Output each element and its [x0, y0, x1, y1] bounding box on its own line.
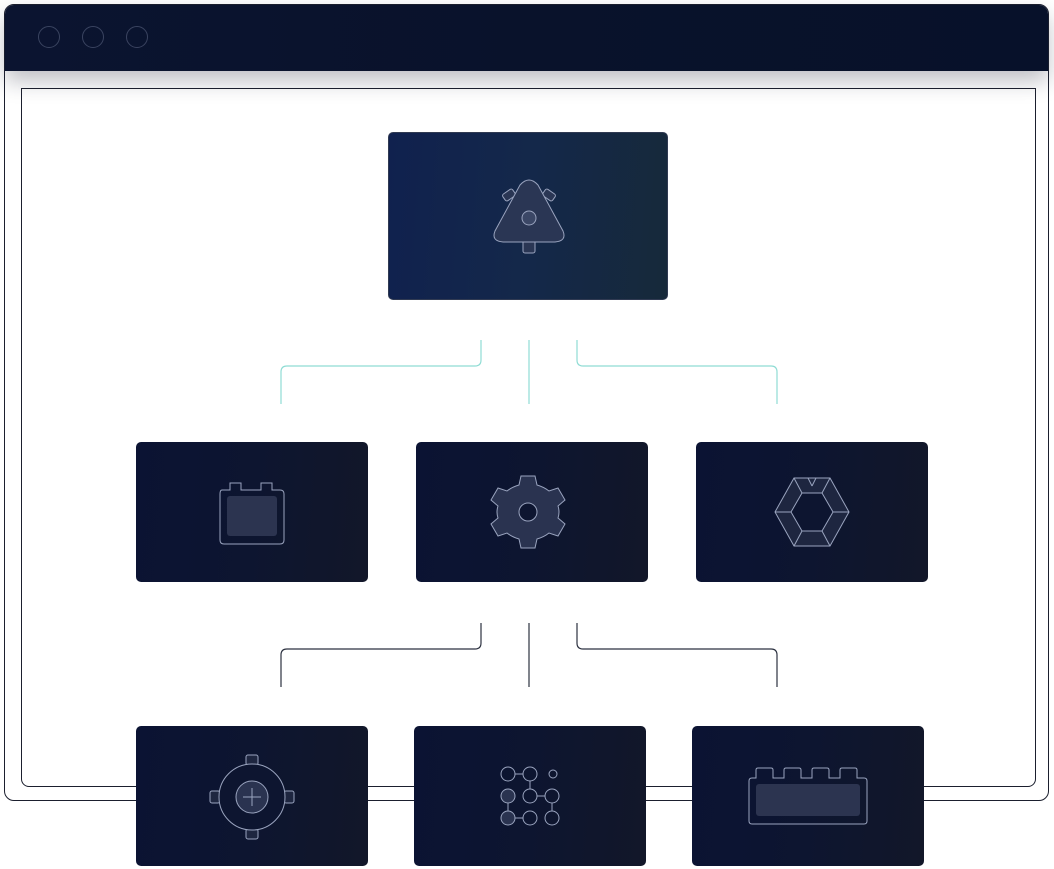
- connector-gear-left: [280, 623, 482, 687]
- crosshair-node[interactable]: [136, 726, 368, 866]
- close-control[interactable]: [38, 26, 60, 48]
- gear-icon: [490, 475, 566, 549]
- hexagon-ring-icon: [774, 477, 850, 547]
- node-grid-node[interactable]: [414, 726, 646, 866]
- window-titlebar: [5, 5, 1048, 71]
- gear-node[interactable]: [416, 442, 648, 582]
- node-grid-icon: [500, 766, 560, 826]
- connector-root-left: [280, 340, 482, 404]
- maximize-control[interactable]: [126, 26, 148, 48]
- root-node[interactable]: [388, 132, 668, 300]
- brick-block-icon: [748, 767, 868, 825]
- battery-node[interactable]: [136, 442, 368, 582]
- brick-node[interactable]: [692, 726, 924, 866]
- hexagon-node[interactable]: [696, 442, 928, 582]
- connector-root-right: [576, 340, 778, 404]
- crosshair-hub-icon: [209, 754, 295, 840]
- minimize-control[interactable]: [82, 26, 104, 48]
- battery-block-icon: [219, 482, 285, 545]
- triangle-block-icon: [493, 179, 565, 254]
- connector-gear-right: [576, 623, 778, 687]
